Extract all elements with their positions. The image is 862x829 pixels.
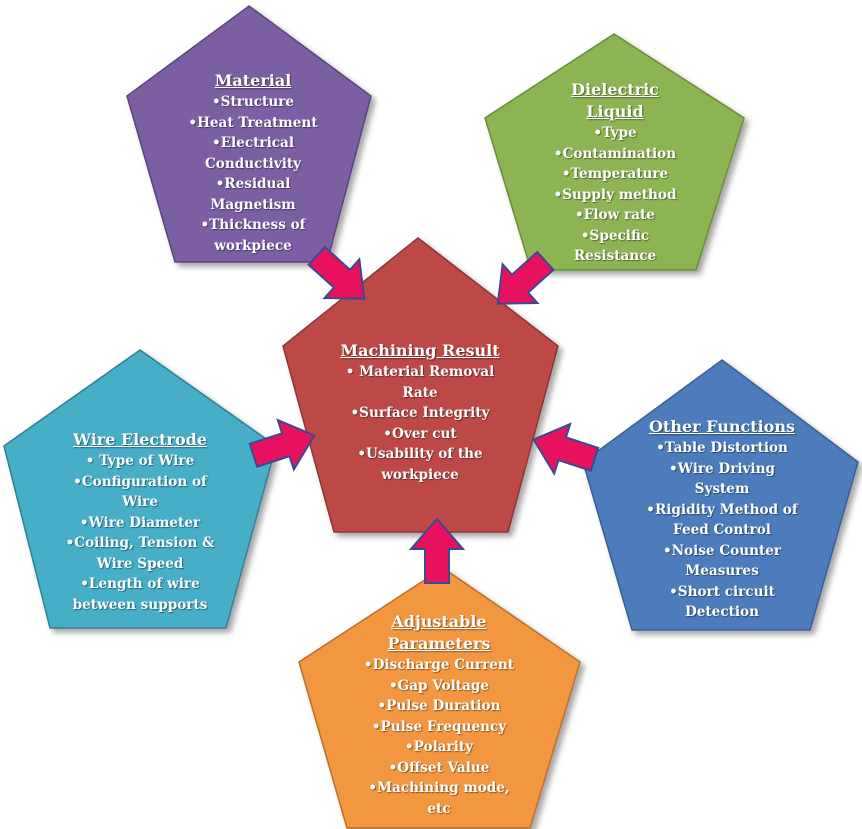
adjustable-title-line-2: Parameters [387, 634, 491, 653]
adjustable-item-2: •Gap Voltage [388, 677, 490, 694]
machining-item-3: •Surface Integrity [350, 405, 490, 421]
wire-item-6: Wire Speed [96, 555, 184, 572]
wire-item-7: •Length of wire [80, 576, 200, 592]
other-item-5: Feed Control [673, 522, 771, 538]
adjustable-item-6: •Offset Value [388, 759, 490, 776]
other-item-1: •Table Distortion [656, 440, 788, 456]
material-item-5: •Residual [215, 176, 291, 192]
other-item-7: Measures [685, 563, 759, 579]
wire-electrode-title: Wire Electrode [73, 430, 207, 449]
dielectric-item-1: •Type [593, 125, 637, 141]
arrow-other-to-center [532, 422, 600, 476]
material-item-1: •Structure [211, 94, 295, 110]
material-item-6: Magnetism [210, 196, 296, 213]
material-item-3: •Electrical [212, 135, 294, 151]
pentagon-wire-electrode [3, 349, 277, 629]
material-item-4: Conductivity [204, 155, 302, 172]
wire-item-1: • Type of Wire [85, 453, 195, 469]
pentagon-other-functions [582, 359, 859, 631]
material-title: Material [214, 71, 292, 90]
pentagon-adjustable-parameters [298, 567, 581, 829]
machining-item-4: •Over cut [383, 425, 457, 442]
material-item-7: •Thickness of [200, 217, 306, 233]
dielectric-title-line-2: Liquid [586, 102, 644, 121]
dielectric-title-line-1: Dielectric [571, 80, 659, 99]
machining-item-6: workpiece [381, 466, 459, 483]
adjustable-parameters-text: Adjustable Parameters •Discharge Current… [339, 611, 539, 819]
pentagon-material [126, 5, 372, 263]
machining-item-2: Rate [402, 384, 438, 401]
adjustable-item-5: •Polarity [404, 739, 474, 755]
material-item-8: workpiece [214, 237, 292, 254]
wire-item-8: between supports [72, 596, 208, 613]
other-item-3: System [694, 481, 750, 497]
material-text: Material •Structure •Heat Treatment •Ele… [168, 70, 338, 256]
arrows [248, 245, 600, 584]
arrow-dielectric-to-center [496, 250, 555, 305]
wire-item-3: Wire [121, 494, 158, 510]
dielectric-item-4: •Supply method [553, 186, 677, 203]
other-functions-text: Other Functions •Table Distortion •Wire … [625, 416, 819, 623]
arrow-adjustable-to-center [408, 517, 466, 584]
other-functions-title: Other Functions [648, 417, 795, 436]
dielectric-item-7: Resistance [573, 248, 657, 264]
arrow-material-to-center [307, 245, 366, 300]
adjustable-item-4: •Pulse Frequency [371, 718, 507, 735]
wire-item-4: •Wire Diameter [79, 514, 201, 531]
machining-result-title: Machining Result [340, 341, 500, 360]
pentagon-machining-result [282, 237, 559, 533]
machining-item-5: •Usability of the [357, 446, 483, 462]
dielectric-item-5: •Flow rate [575, 207, 655, 223]
dielectric-item-6: •Specific [580, 227, 650, 244]
machining-result-text: Machining Result • Material Removal Rate… [332, 340, 508, 485]
wire-item-5: •Coiling, Tension & [65, 535, 215, 551]
dielectric-item-2: •Contamination [553, 145, 677, 162]
other-item-6: •Noise Counter [662, 542, 782, 559]
adjustable-item-8: etc [427, 800, 451, 817]
adjustable-item-7: •Machining mode, [368, 780, 510, 796]
wire-electrode-text: Wire Electrode • Type of Wire •Configura… [45, 429, 235, 615]
other-item-2: •Wire Driving [669, 460, 775, 477]
dielectric-text: Dielectric Liquid •Type •Contamination •… [530, 79, 700, 267]
machining-item-1: • Material Removal [345, 364, 495, 380]
pentagon-dielectric [484, 33, 745, 271]
dielectric-item-3: •Temperature [561, 166, 669, 182]
other-item-9: Detection [684, 604, 760, 620]
adjustable-item-1: •Discharge Current [363, 657, 515, 673]
material-item-2: •Heat Treatment [188, 114, 318, 131]
other-item-4: •Rigidity Method of [646, 501, 798, 518]
wire-item-2: •Configuration of [73, 473, 207, 490]
adjustable-title-line-1: Adjustable [391, 612, 487, 631]
arrow-wire-to-center [248, 418, 316, 472]
adjustable-item-3: •Pulse Duration [377, 698, 501, 714]
other-item-8: •Short circuit [669, 583, 775, 600]
